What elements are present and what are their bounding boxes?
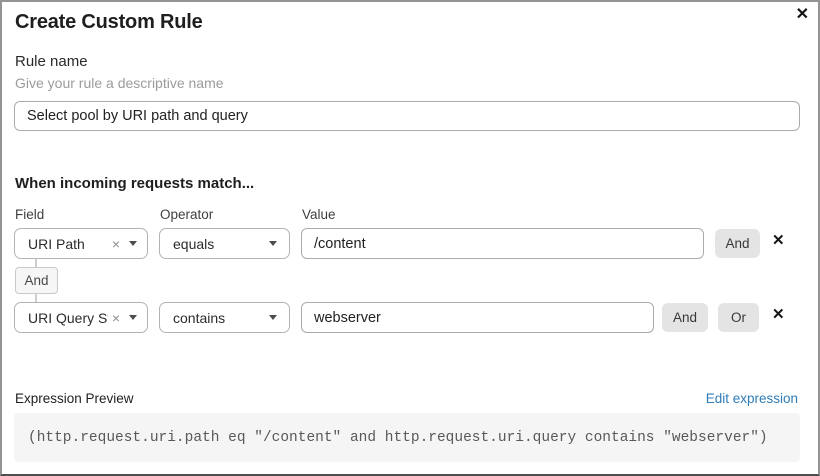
condition-row-1: URI Path × equals And ✕ <box>2 228 820 259</box>
operator-select-value: contains <box>173 309 226 326</box>
rule-name-input[interactable] <box>14 101 800 131</box>
chevron-down-icon <box>129 315 137 320</box>
and-connector-badge[interactable]: And <box>15 267 58 294</box>
page-title: Create Custom Rule <box>15 11 203 33</box>
chevron-down-icon <box>129 241 137 246</box>
field-select-value: URI Path <box>28 235 85 252</box>
condition-row-2: URI Query St... × contains And Or ✕ <box>2 302 820 333</box>
chevron-down-icon <box>269 241 277 246</box>
field-column-label: Field <box>15 207 45 222</box>
expression-code: (http.request.uri.path eq "/content" and… <box>28 429 768 446</box>
expression-code-block: (http.request.uri.path eq "/content" and… <box>14 413 800 462</box>
rule-name-hint: Give your rule a descriptive name <box>15 75 224 91</box>
value-input[interactable] <box>301 302 654 333</box>
add-or-condition-button[interactable]: Or <box>718 303 759 332</box>
rule-name-label: Rule name <box>15 53 88 70</box>
edit-expression-link[interactable]: Edit expression <box>705 391 798 406</box>
add-and-condition-button[interactable]: And <box>715 229 760 258</box>
remove-condition-icon[interactable]: ✕ <box>772 306 785 323</box>
chevron-down-icon <box>269 315 277 320</box>
match-heading: When incoming requests match... <box>15 175 255 192</box>
add-and-condition-button[interactable]: And <box>662 303 708 332</box>
clear-field-icon[interactable]: × <box>111 309 120 326</box>
close-icon[interactable]: ✕ <box>795 6 809 23</box>
value-input[interactable] <box>301 228 704 259</box>
field-select-value: URI Query St... <box>28 309 108 326</box>
remove-condition-icon[interactable]: ✕ <box>772 232 785 249</box>
operator-select[interactable]: contains <box>159 302 290 333</box>
operator-column-label: Operator <box>160 207 214 222</box>
value-column-label: Value <box>302 207 336 222</box>
connector-line <box>35 259 37 269</box>
field-select[interactable]: URI Path × <box>14 228 148 259</box>
connector-line <box>35 293 37 304</box>
clear-field-icon[interactable]: × <box>111 235 120 252</box>
expression-preview-label: Expression Preview <box>15 391 134 406</box>
field-select[interactable]: URI Query St... × <box>14 302 148 333</box>
operator-select-value: equals <box>173 235 215 252</box>
operator-select[interactable]: equals <box>159 228 290 259</box>
